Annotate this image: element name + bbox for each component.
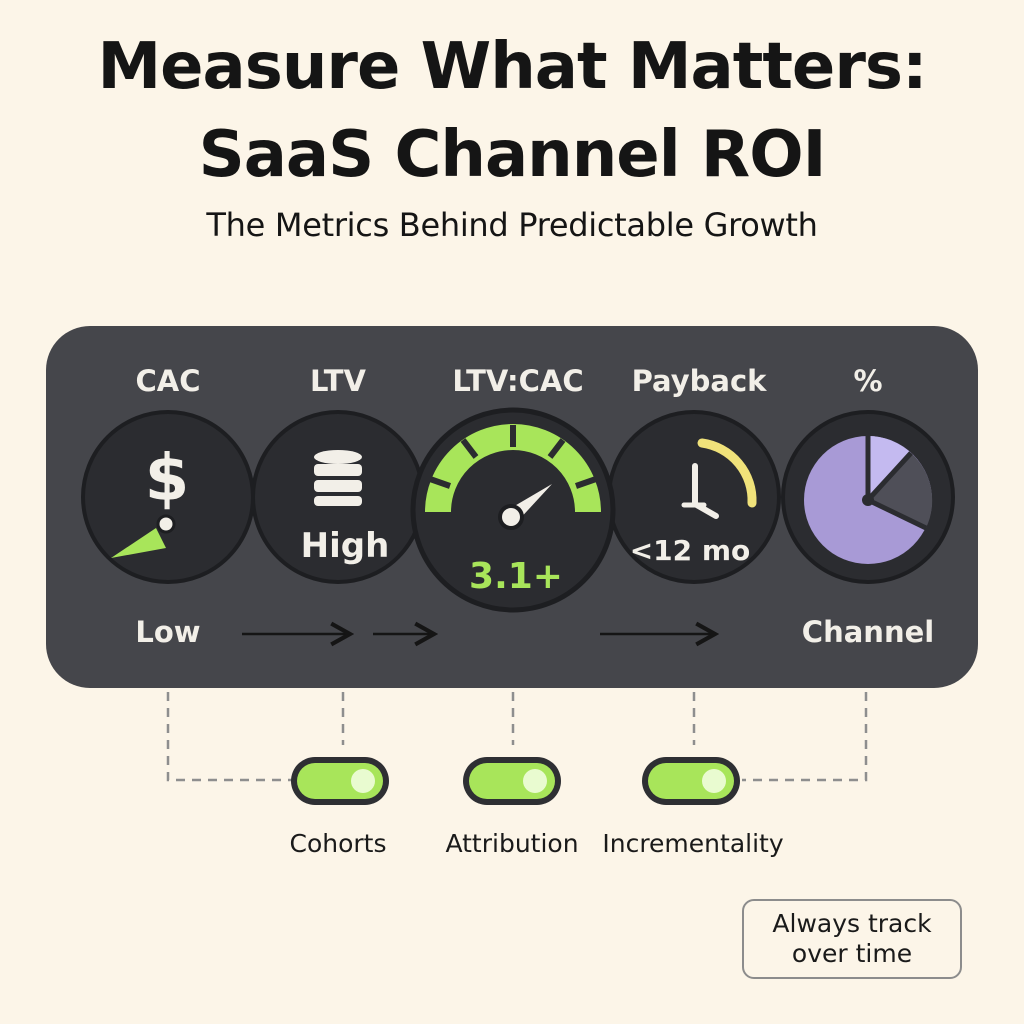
connector-cac-cohorts xyxy=(166,692,292,782)
note-box: Always track over time xyxy=(742,899,962,979)
page-title-line-1: Measure What Matters: xyxy=(97,30,927,104)
metric-header-ltv-cac: LTV:CAC xyxy=(452,364,583,398)
metric-header-payback: Payback xyxy=(632,364,768,398)
low-gauge-needle-icon xyxy=(111,514,176,558)
toggle-label-cohorts: Cohorts xyxy=(289,829,387,858)
connector-channel-incrementality xyxy=(742,692,868,782)
pie-chart-icon xyxy=(804,436,933,564)
cac-value: Low xyxy=(135,615,200,649)
speedometer-icon xyxy=(425,424,601,530)
metric-header-cac: CAC xyxy=(135,364,200,398)
ltv-cac-value: 3.1+ xyxy=(469,556,563,597)
svg-text:$: $ xyxy=(145,442,190,516)
metric-header-percent: % xyxy=(853,364,882,398)
page-subtitle: The Metrics Behind Predictable Growth xyxy=(206,206,818,244)
toggle-label-incrementality: Incrementality xyxy=(602,829,784,858)
toggle-cohorts[interactable] xyxy=(291,757,389,805)
payback-value: <12 mo xyxy=(630,534,751,567)
toggle-incrementality[interactable] xyxy=(642,757,740,805)
toggle-attribution[interactable] xyxy=(463,757,561,805)
note-text: Always track over time xyxy=(772,909,932,968)
metric-header-ltv: LTV xyxy=(310,364,366,398)
ltv-value: High xyxy=(301,526,390,566)
channel-value: Channel xyxy=(802,615,934,649)
toggle-label-attribution: Attribution xyxy=(445,829,579,858)
database-icon xyxy=(314,450,362,506)
clock-icon xyxy=(681,438,757,519)
dashed-connectors xyxy=(166,692,868,782)
cac-circle xyxy=(81,410,255,584)
dollar-icon: $ xyxy=(145,442,190,516)
page-title-line-2: SaaS Channel ROI xyxy=(198,118,827,192)
